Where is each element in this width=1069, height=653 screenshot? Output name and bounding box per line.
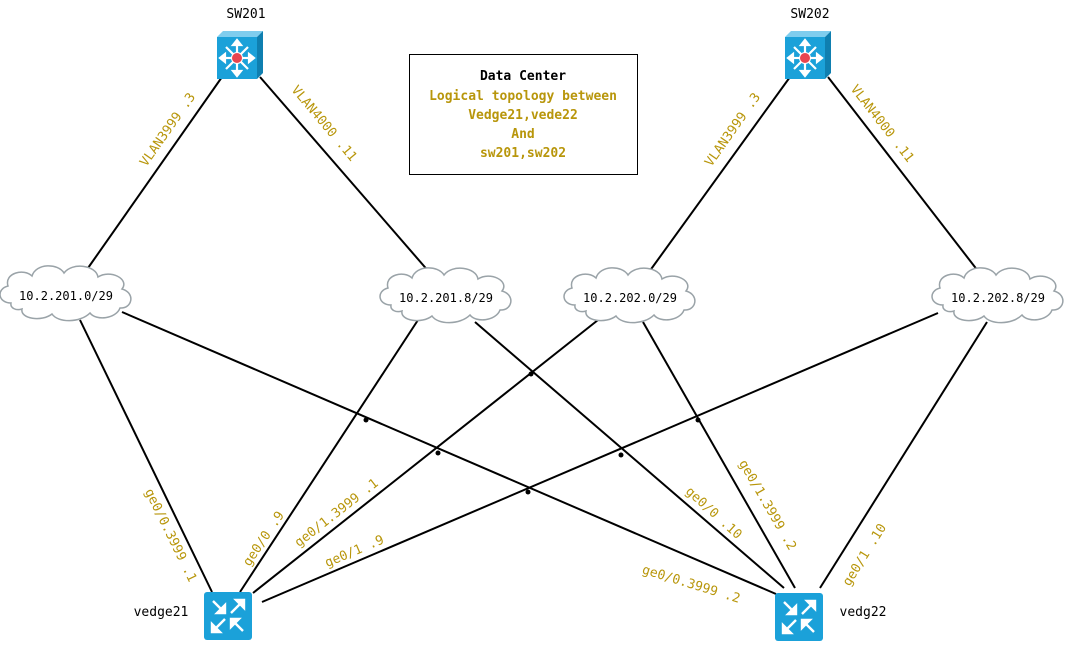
link-n2-vedge21 [239, 319, 419, 593]
cloud-network-3: 10.2.202.0/29 [563, 267, 696, 324]
switch-icon [215, 29, 265, 81]
network-label: 10.2.201.0/29 [19, 289, 113, 303]
link-sw201-n1 [87, 76, 223, 269]
switch-sw202[interactable] [783, 29, 833, 81]
info-box-line2: Vedge21,vede22 [468, 108, 578, 123]
vedge22-label: vedg22 [840, 605, 887, 620]
label-ve21-ge00: ge0/0 .9 [240, 509, 287, 569]
link-n2-vedge22 [474, 321, 785, 589]
router-vedge21[interactable] [202, 590, 254, 642]
link-n4-vedge22 [819, 321, 988, 589]
label-ve22-ge01: ge0/1 .10 [840, 521, 890, 589]
router-vedge22[interactable] [773, 591, 825, 643]
sw201-label: SW201 [226, 7, 265, 22]
info-box-line1: Logical topology between [429, 89, 617, 104]
label-ve22-ge00: ge0/0 .10 [682, 484, 744, 542]
link-n3-vedge22 [642, 321, 796, 589]
label-sw201-vlan4000: VLAN4000 .11 [288, 83, 360, 165]
info-box: Data Center Logical topology between Ved… [409, 54, 638, 175]
label-ve22-ge00-3999: ge0/0.3999 .2 [640, 563, 742, 607]
link-n3-vedge21 [252, 319, 599, 594]
line-hops [363, 371, 701, 495]
info-box-line3: And [511, 127, 534, 142]
label-ve21-ge00-3999: ge0/0.3999 .1 [141, 486, 199, 584]
label-sw201-vlan3999: VLAN3999 .3 [137, 90, 199, 169]
switch-icon [783, 29, 833, 81]
sw202-label: SW202 [790, 7, 829, 22]
vedge21-label: vedge21 [134, 605, 189, 620]
link-n4-vedge21 [261, 312, 939, 603]
label-sw202-vlan4000: VLAN4000 .11 [847, 82, 917, 165]
cloud-network-1: 10.2.201.0/29 [0, 265, 132, 322]
info-box-line4: sw201,sw202 [480, 146, 566, 161]
label-sw202-vlan3999: VLAN3999 .3 [702, 90, 764, 169]
link-sw202-n4 [827, 76, 979, 272]
switch-sw201[interactable] [215, 29, 265, 81]
cloud-network-4: 10.2.202.8/29 [931, 267, 1064, 324]
router-icon [773, 591, 825, 643]
info-box-frame [409, 54, 638, 175]
info-box-title: Data Center [480, 69, 566, 84]
network-label: 10.2.201.8/29 [399, 291, 493, 305]
link-sw201-n2 [259, 76, 431, 274]
router-icon [202, 590, 254, 642]
link-n1-vedge21 [79, 319, 213, 593]
cloud-network-2: 10.2.201.8/29 [379, 267, 512, 324]
link-sw202-n3 [648, 76, 791, 273]
network-label: 10.2.202.0/29 [583, 291, 677, 305]
label-ve21-ge01: ge0/1 .9 [323, 533, 387, 571]
link-n1-vedge22 [121, 311, 777, 595]
links [79, 76, 988, 603]
network-label: 10.2.202.8/29 [951, 291, 1045, 305]
